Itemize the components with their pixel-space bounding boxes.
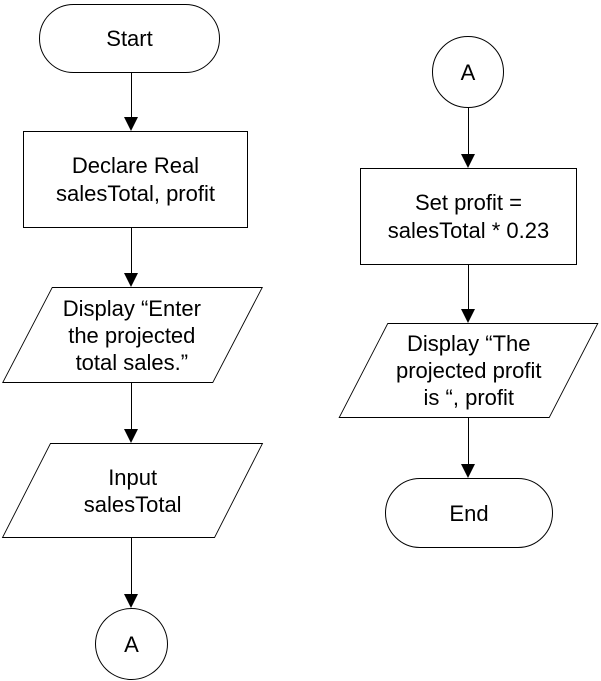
io-display-enter-prompt: Display “Enter the projected total sales… [2,287,263,383]
io-display-enter-label: Display “Enter the projected total sales… [63,295,202,375]
arrow-display-profit-to-end [461,418,476,478]
process-set-profit: Set profit = salesTotal * 0.23 [360,168,577,265]
arrowhead-down [124,273,138,287]
connector-a-in-label: A [460,59,476,85]
end-terminator: End [385,478,553,548]
arrow-declare-to-display-enter [124,228,139,287]
arrow-input-to-connector-a [124,538,139,608]
arrowhead-down [461,154,475,168]
io-display-profit-label: Display “The projected profit is “, prof… [395,331,542,410]
arrow-line [468,265,469,311]
arrow-start-to-declare [124,73,139,131]
start-label: Start [106,26,153,51]
arrow-line [468,418,469,466]
connector-a-in: A [432,36,504,108]
start-terminator: Start [39,4,220,73]
process-set-profit-label: Set profit = salesTotal * 0.23 [387,189,550,243]
arrow-line [131,538,132,596]
connector-a-out-label: A [124,631,139,657]
arrow-connector-a-to-set-profit [461,108,476,168]
process-declare-label: Declare Real salesTotal, profit [56,152,215,206]
io-display-profit: Display “The projected profit is “, prof… [338,323,599,418]
arrow-line [468,108,469,156]
arrow-display-enter-to-input [124,383,139,443]
io-input-salestotal-label: Input salesTotal [83,464,182,517]
end-label: End [449,500,489,526]
arrowhead-down [461,309,475,323]
arrowhead-down [124,117,138,131]
io-input-salestotal: Input salesTotal [1,443,264,538]
arrow-line [131,383,132,431]
arrowhead-down [124,594,138,608]
arrow-line [131,73,132,119]
connector-a-out: A [95,608,168,680]
arrow-line [131,228,132,275]
arrowhead-down [461,464,475,478]
process-declare-variables: Declare Real salesTotal, profit [23,131,248,228]
arrowhead-down [124,429,138,443]
arrow-set-profit-to-display-profit [461,265,476,323]
